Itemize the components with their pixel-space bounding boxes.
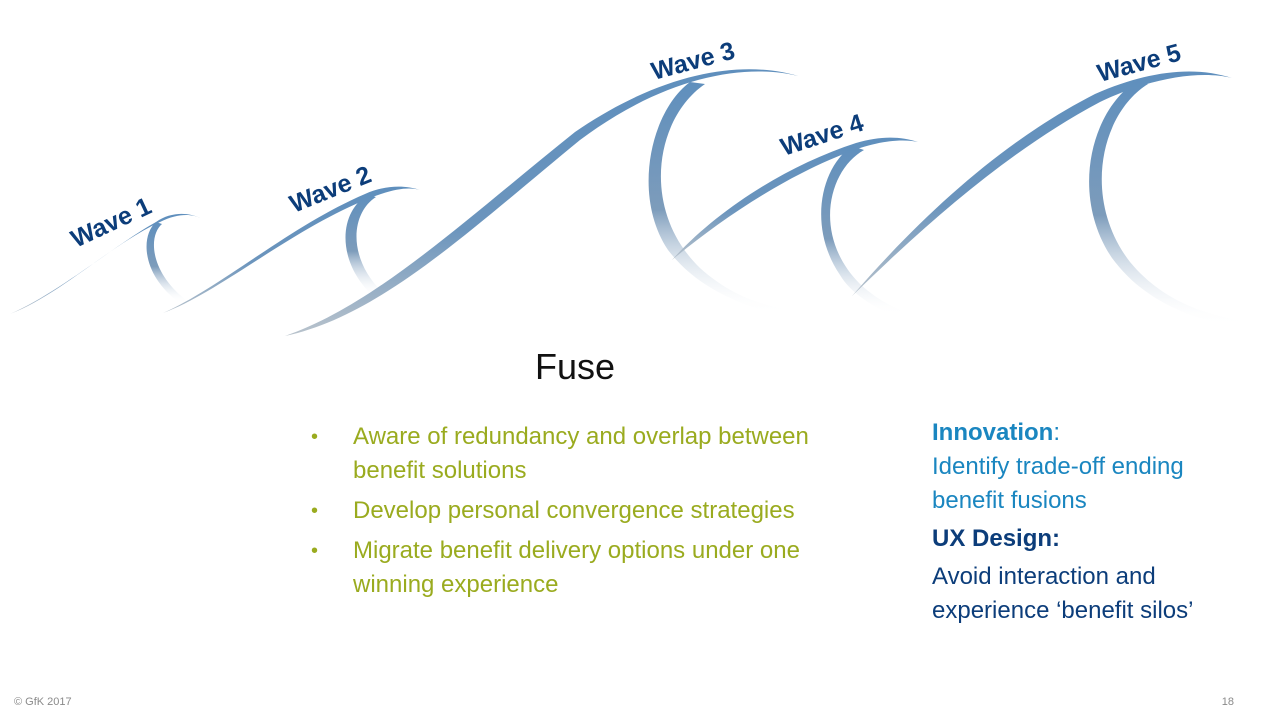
wave-2-body [163,186,420,313]
wave-2-shape [163,186,420,313]
wave-1-shape [10,213,200,314]
right-column: Innovation: Identify trade-off ending be… [932,416,1262,628]
wave-5-curl [1089,80,1250,326]
innovation-colon: : [1053,419,1060,446]
wave-1-curl [146,222,186,303]
bullet-text: Aware of redundancy and overlap between … [353,423,809,484]
wave-3-curl [648,82,790,314]
wave-3-shape [285,69,798,337]
bullet-item: • Aware of redundancy and overlap betwee… [308,420,848,488]
ux-design-heading: UX Design: [932,525,1061,552]
innovation-text: Identify trade-off ending benefit fusion… [932,453,1184,514]
wave-2-curl [345,195,382,297]
bullet-dot-icon: • [311,540,319,562]
bullet-item: • Migrate benefit delivery options under… [308,534,848,602]
innovation-heading: Innovation [932,419,1054,446]
bullet-item: • Develop personal convergence strategie… [308,494,848,528]
slide-title: Fuse [534,346,616,387]
bullet-dot-icon: • [311,426,319,448]
innovation-heading-row: Innovation: [932,416,1262,450]
wave-3-body [285,69,798,337]
wave-5-body [852,71,1232,296]
bullet-dot-icon: • [311,500,319,522]
ux-design-text: Avoid interaction and experience ‘benefi… [932,563,1194,624]
wave-5-shape [852,71,1250,326]
wave-1-label: Wave 1 [67,192,156,253]
page-number: 18 [1221,696,1234,708]
bullet-text: Develop personal convergence strategies [353,497,795,524]
wave-4-shape [672,137,918,315]
bullet-list: • Aware of redundancy and overlap betwee… [308,420,848,608]
footer-copyright: © GfK 2017 [14,696,72,708]
bullet-text: Migrate benefit delivery options under o… [353,537,800,598]
wave-4-curl [821,146,905,315]
